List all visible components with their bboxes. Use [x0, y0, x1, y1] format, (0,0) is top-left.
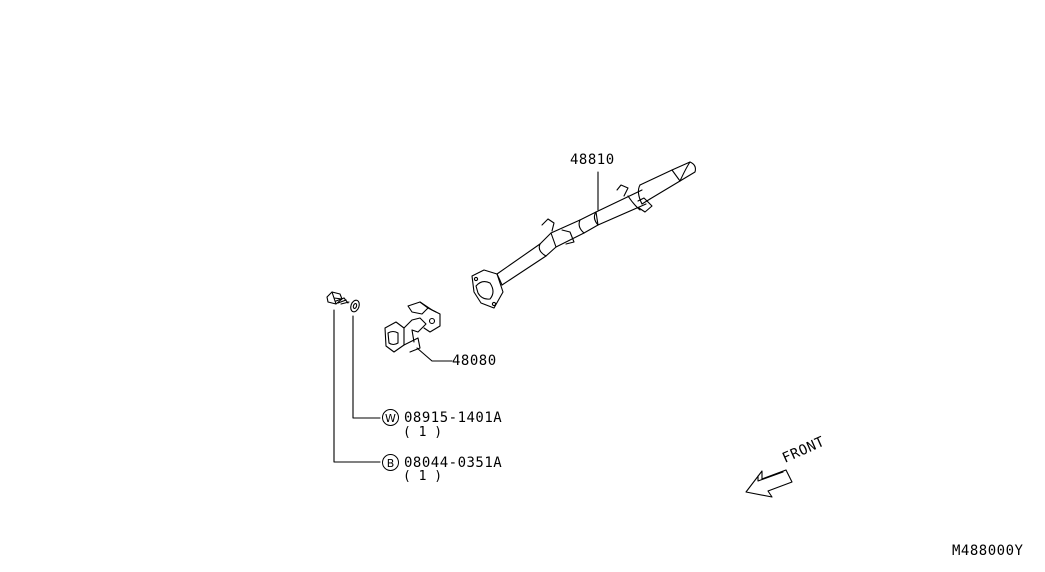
part-number-washer: 08915-1401A [404, 410, 503, 426]
bolt [326, 291, 350, 305]
washer [350, 299, 360, 313]
steering-column-shaft [471, 161, 696, 309]
front-direction-arrow-icon [745, 469, 793, 498]
steering-joint [384, 301, 441, 353]
washer-symbol-icon: W [382, 409, 399, 426]
bolt-symbol-icon: B [382, 454, 399, 471]
part-number-48810: 48810 [570, 152, 615, 168]
leader-line-48080 [416, 347, 453, 362]
leader-line-washer [352, 315, 381, 419]
quantity-bolt: ( 1 ) [403, 469, 443, 484]
diagram-code: M488000Y [952, 543, 1024, 559]
part-number-48080: 48080 [452, 353, 497, 369]
leader-line-bolt [333, 309, 381, 463]
part-number-bolt: 08044-0351A [404, 455, 503, 471]
quantity-washer: ( 1 ) [403, 425, 443, 440]
